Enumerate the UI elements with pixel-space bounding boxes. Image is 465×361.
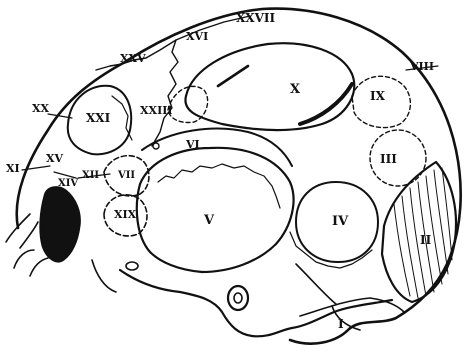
label-xiv: XIV bbox=[58, 178, 78, 189]
label-iv: IV bbox=[332, 214, 349, 229]
label-vi: VI bbox=[185, 138, 200, 151]
label-i: I bbox=[338, 317, 344, 331]
label-xx: XX bbox=[32, 102, 50, 115]
region-v-ragged-edge bbox=[158, 164, 280, 208]
region-x-stroke bbox=[218, 66, 248, 86]
label-xxi: XXI bbox=[86, 111, 111, 125]
label-xi: XI bbox=[6, 162, 20, 175]
label-xvi: XVI bbox=[186, 30, 208, 43]
temporal-line bbox=[296, 264, 360, 330]
ear-opening bbox=[228, 286, 248, 310]
label-ix: IX bbox=[370, 89, 386, 103]
eye-socket bbox=[40, 187, 81, 262]
region-x-shade bbox=[300, 84, 352, 124]
foramen-dot bbox=[153, 143, 159, 149]
region-iii-outline bbox=[370, 130, 426, 186]
coronal-suture bbox=[152, 40, 178, 146]
label-x: X bbox=[290, 82, 301, 97]
label-v: V bbox=[203, 213, 215, 228]
label-ii: II bbox=[420, 233, 432, 247]
label-xv: XV bbox=[46, 152, 64, 165]
label-xii: XII bbox=[82, 170, 99, 181]
label-xxiii: XXIII bbox=[140, 104, 173, 117]
label-xxvii: XXVII bbox=[236, 11, 276, 25]
region-ii-hatching bbox=[382, 162, 456, 302]
foramen-small bbox=[126, 262, 138, 270]
nasal-line bbox=[6, 214, 38, 248]
label-xxv: XXV bbox=[120, 52, 146, 65]
region-iv-ragged-edge bbox=[290, 232, 372, 268]
ear-opening-inner bbox=[234, 293, 242, 303]
label-viii: VIII bbox=[409, 60, 434, 73]
label-iii: III bbox=[380, 152, 397, 166]
region-x-outline bbox=[185, 43, 354, 130]
label-vii: VII bbox=[117, 170, 135, 181]
label-xix: XIX bbox=[114, 208, 137, 221]
